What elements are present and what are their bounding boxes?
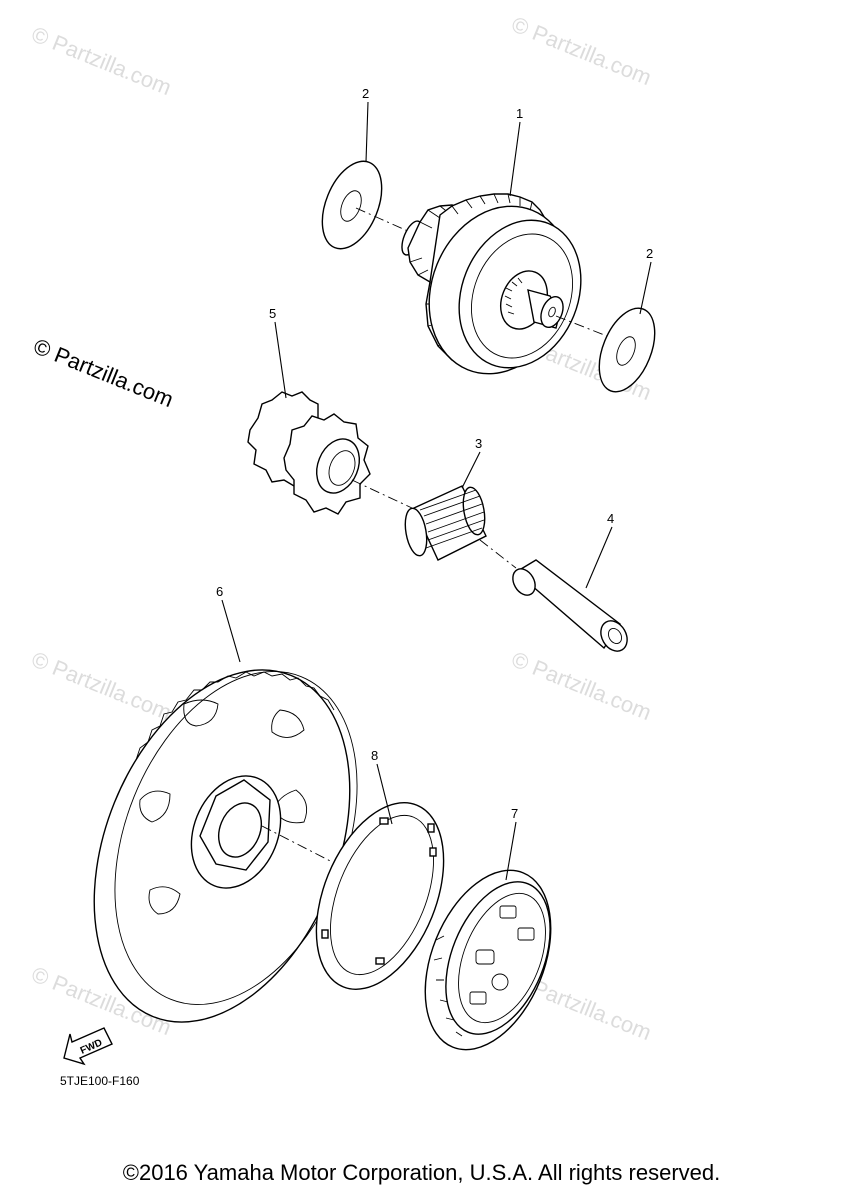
callout-5: 5 — [269, 306, 276, 321]
watermark-2: © Partzilla.com — [508, 11, 655, 90]
idler-gear-assembly — [401, 193, 582, 375]
washer-right — [598, 307, 656, 393]
watermark-4: © Partzilla.com — [28, 646, 175, 725]
watermark-1: © Partzilla.com — [28, 21, 175, 100]
watermark-main: © Partzilla.com — [30, 333, 177, 412]
clutch-plate — [315, 802, 445, 990]
one-way-clutch — [424, 869, 552, 1051]
callout-1: 1 — [516, 106, 523, 121]
callout-6: 6 — [216, 584, 223, 599]
double-spur-gear — [247, 391, 371, 515]
idler-shaft — [512, 559, 628, 652]
callout-2-right: 2 — [646, 246, 653, 261]
callout-7: 7 — [511, 806, 518, 821]
callout-8: 8 — [371, 748, 378, 763]
washer-top — [321, 160, 383, 250]
needle-bearing — [404, 485, 487, 561]
callout-4: 4 — [607, 511, 614, 526]
copyright-footer: ©2016 Yamaha Motor Corporation, U.S.A. A… — [122, 1160, 721, 1185]
forward-arrow-icon: FWD — [63, 1027, 113, 1066]
starter-wheel-gear — [93, 669, 358, 1023]
callout-2-top: 2 — [362, 86, 369, 101]
callout-3: 3 — [475, 436, 482, 451]
watermark-5: © Partzilla.com — [508, 646, 655, 725]
diagram-code: 5TJE100-F160 — [60, 1074, 140, 1088]
